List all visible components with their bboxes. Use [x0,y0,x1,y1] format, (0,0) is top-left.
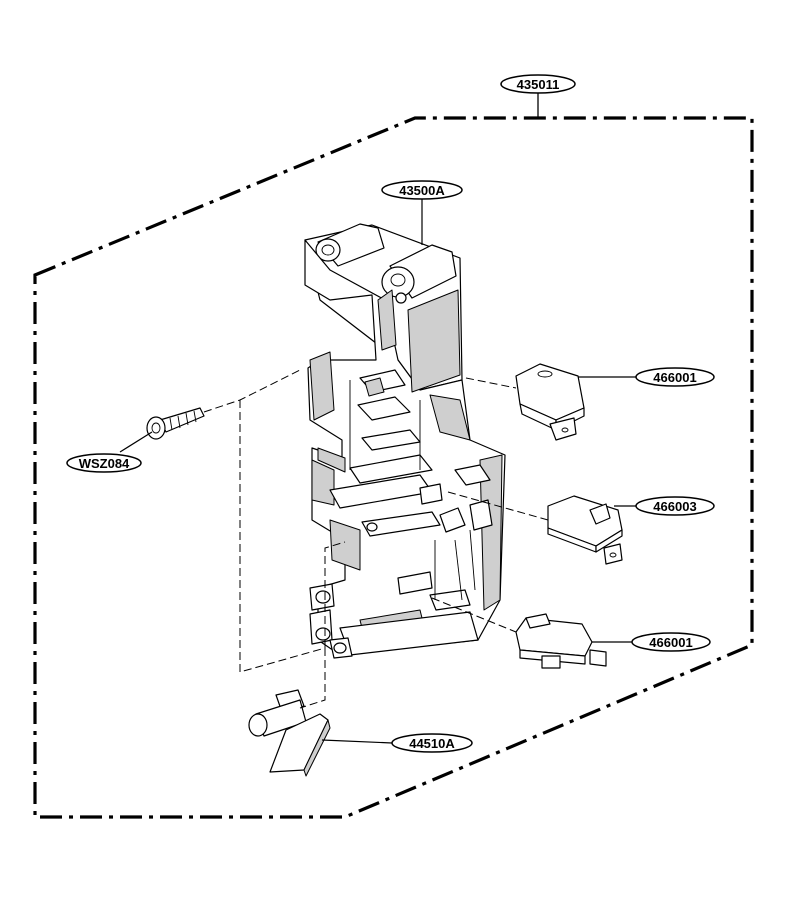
micro-switch-top [515,363,585,441]
callout-lever: 44510A [391,733,473,753]
callout-assembly: 435011 [500,74,576,94]
callout-screw-label: WSZ084 [79,456,130,471]
callout-lever-label: 44510A [409,736,455,751]
callout-frame: 43500A [381,180,463,200]
door-latch-frame [304,223,506,659]
micro-switch-middle [547,495,623,565]
leader-lines [119,199,636,744]
callout-switch-bottom-label: 466001 [649,635,692,650]
callout-switch-top-label: 466001 [653,370,696,385]
assembly-guide-lines [203,369,549,709]
micro-switch-bottom [515,613,607,669]
callout-assembly-label: 435011 [517,77,560,92]
callout-switch-middle-label: 466003 [653,499,696,514]
callout-switch-middle: 466003 [635,496,715,516]
callout-frame-label: 43500A [399,183,445,198]
latch-lever [248,689,331,777]
assembly-boundary [33,92,754,819]
screw [146,407,205,440]
callout-switch-top: 466001 [635,367,715,387]
callout-switch-bottom: 466001 [631,632,711,652]
callout-screw: WSZ084 [66,453,142,473]
